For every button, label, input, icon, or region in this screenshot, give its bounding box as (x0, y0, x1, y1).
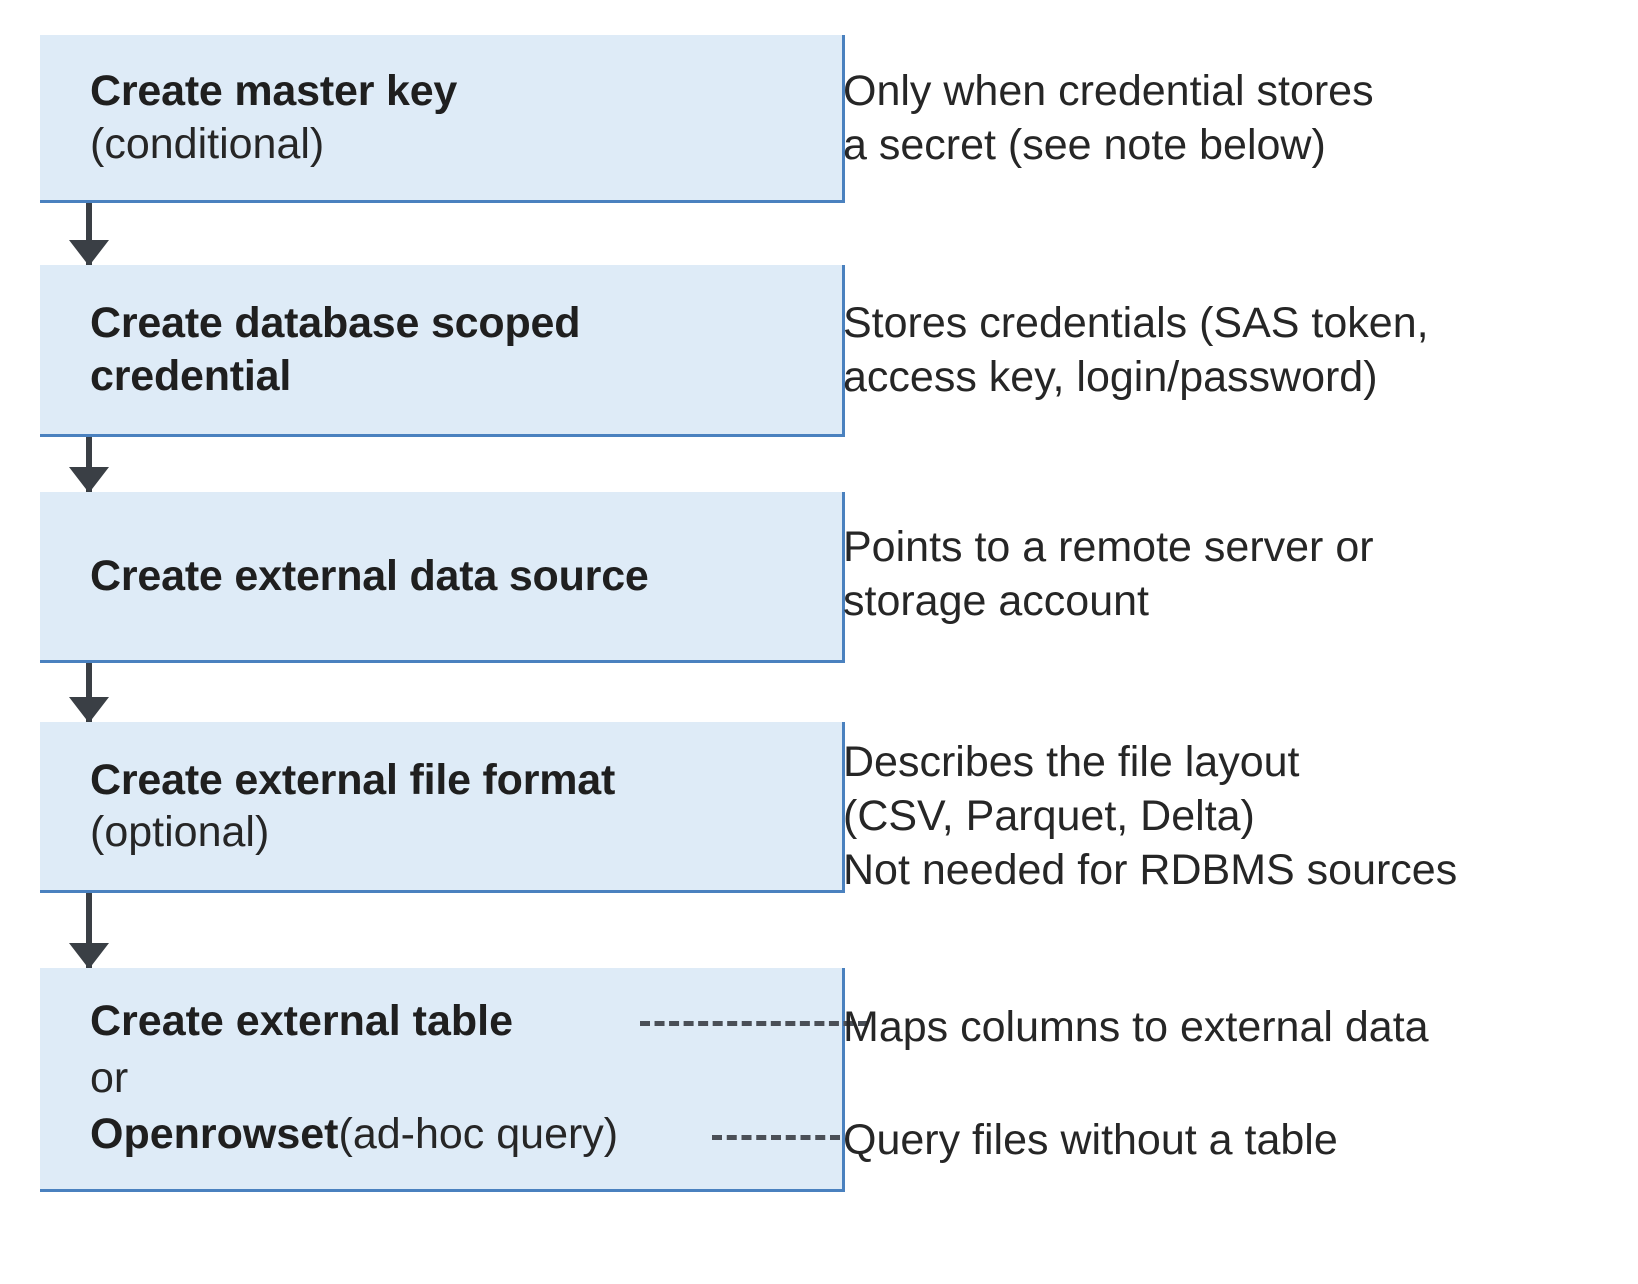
arrow-down-icon-file-format-to-external-table (69, 893, 109, 969)
step-box-master-key: Create master key (conditional) (40, 35, 845, 203)
step-box-file-format: Create external file format (optional) (40, 722, 845, 893)
step-box-scoped-credential: Create database scoped credential (40, 265, 845, 437)
step-box-data-source: Create external data source (40, 492, 845, 663)
step-description-openrowset: Query files without a table (843, 1116, 1338, 1164)
step-description-master-key: Only when credential stores a secret (se… (843, 67, 1374, 170)
step-description-scoped-credential: Stores credentials (SAS token, access ke… (843, 299, 1429, 402)
step-title-file-format: Create external file format (90, 755, 616, 804)
step-description-external-table: Maps columns to external data (843, 1003, 1429, 1051)
option-label-create-external-table: Create external table (90, 996, 514, 1045)
step-subtitle-file-format: (optional) (90, 808, 270, 856)
dashed-connector-openrowset (712, 1135, 840, 1140)
step-title-master-key: Create master key (90, 67, 458, 116)
step-description-data-source: Points to a remote server or storage acc… (843, 523, 1374, 626)
step-title-scoped-credential: Create database scoped credential (90, 299, 581, 400)
step-description-file-format: Describes the file layout (CSV, Parquet,… (843, 738, 1458, 895)
step-title-data-source: Create external data source (90, 551, 649, 600)
dashed-connector-external-table (640, 1021, 868, 1026)
arrow-down-icon-master-key-to-scoped-credential (69, 203, 109, 266)
arrow-down-icon-scoped-credential-to-data-source (69, 437, 109, 493)
arrow-down-icon-data-source-to-file-format (69, 663, 109, 723)
step-box-external-table-or-openrowset: Create external table or Openrowset (ad-… (40, 968, 845, 1192)
option-separator-label: or (90, 1053, 129, 1102)
option-note-openrowset: (ad-hoc query) (338, 1110, 619, 1159)
option-create-external-table: Create external table (90, 994, 842, 1050)
option-label-openrowset: Openrowset (90, 1110, 339, 1159)
option-openrowset: Openrowset (ad-hoc query) (90, 1107, 842, 1163)
option-separator-or: or (90, 1050, 842, 1108)
step-subtitle-master-key: (conditional) (90, 119, 325, 168)
